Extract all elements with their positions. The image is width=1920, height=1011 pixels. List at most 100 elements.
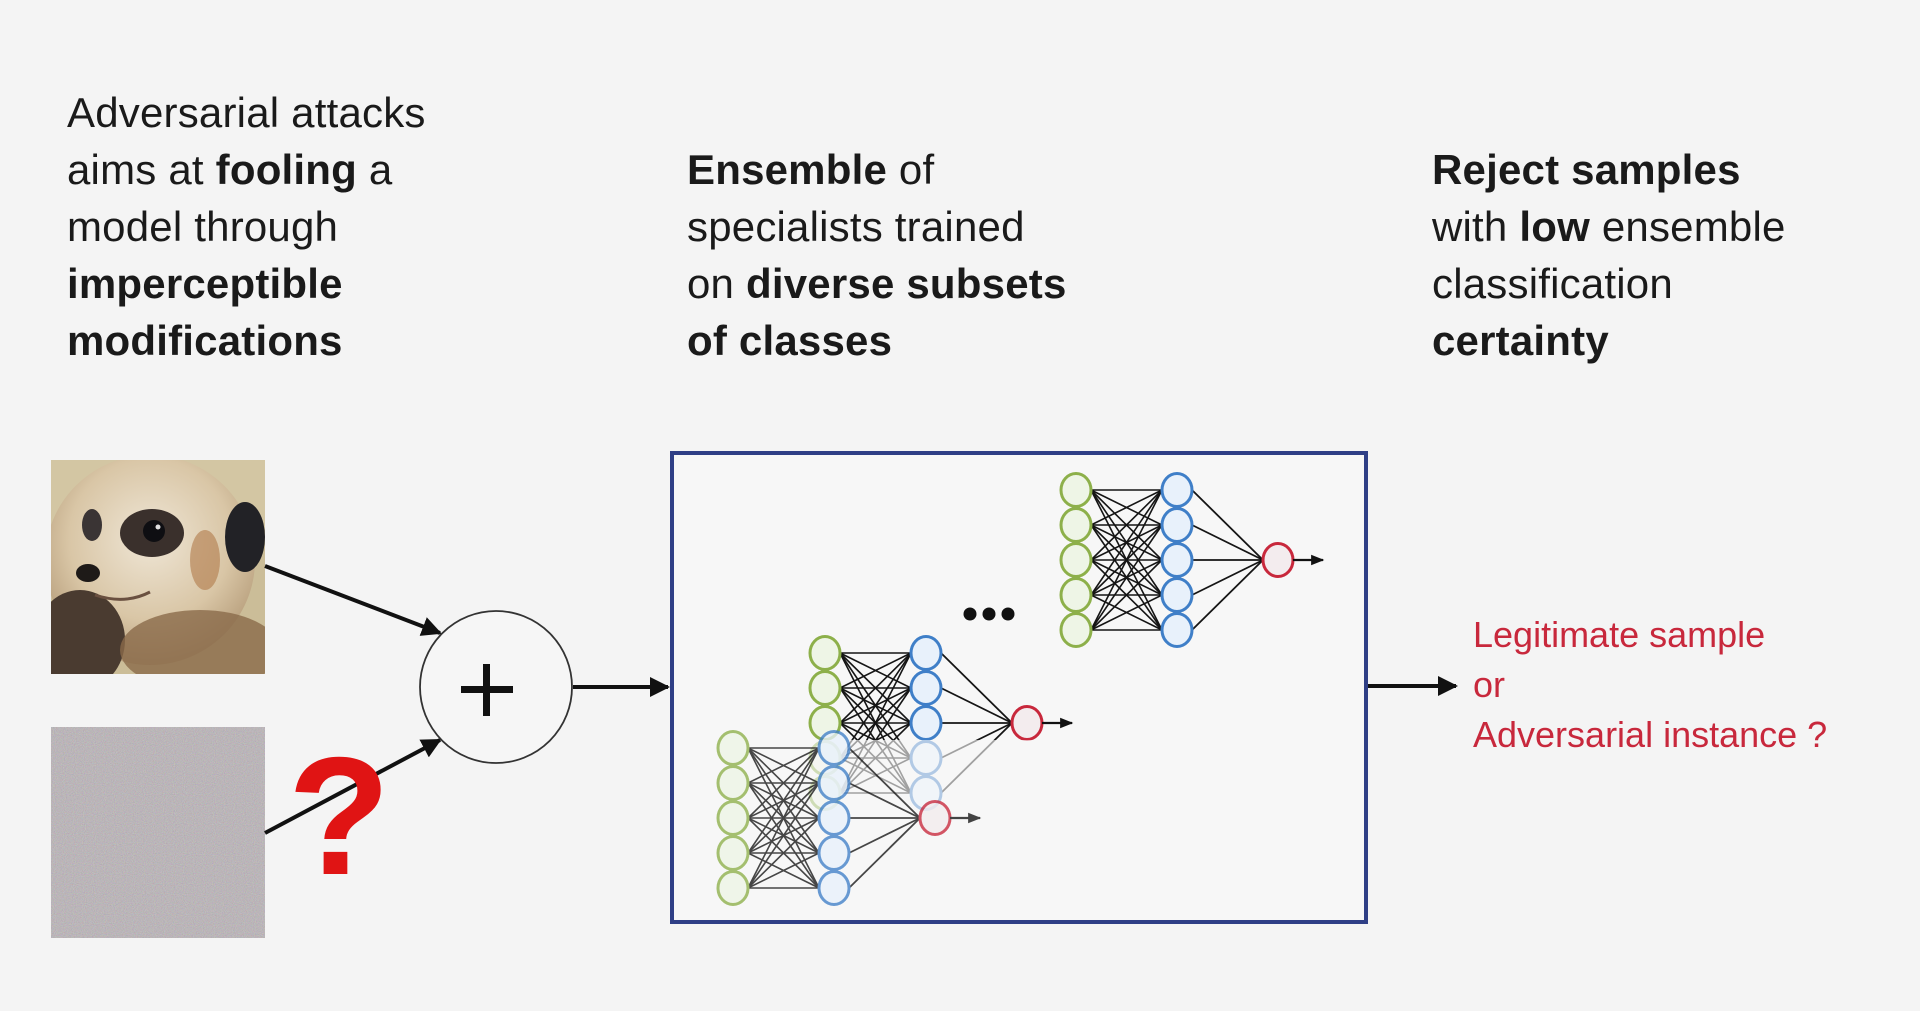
input-node — [716, 800, 750, 836]
output-node — [1261, 542, 1295, 578]
emphasis-text: diverse subsets — [746, 260, 1067, 307]
combiner-node — [419, 610, 573, 764]
edge — [848, 817, 921, 854]
network-specialist-n — [1059, 472, 1325, 648]
perturbation-noise-image — [51, 727, 265, 938]
edge — [1191, 489, 1264, 561]
edge — [1090, 524, 1163, 631]
edge — [1191, 559, 1264, 631]
emphasis-text: low — [1519, 203, 1590, 250]
edge — [1191, 559, 1264, 596]
edge — [848, 782, 921, 819]
overlap-fade — [716, 740, 1046, 912]
emphasis-text: Reject samples — [1432, 146, 1741, 193]
input-node — [1059, 507, 1093, 543]
edge — [747, 747, 820, 784]
specialist-networks — [716, 472, 1325, 912]
attack-line: modifications — [67, 312, 426, 369]
body-text: with — [1432, 203, 1520, 250]
ellipsis-icon — [963, 607, 1015, 621]
input-node — [1059, 472, 1093, 508]
input-node — [1059, 577, 1093, 613]
input-node — [716, 730, 750, 766]
output-node — [1010, 705, 1044, 741]
question-mark-icon: ? — [288, 722, 391, 910]
hidden-node — [817, 800, 851, 836]
input-node — [716, 870, 750, 906]
ensemble-line: specialists trained — [687, 198, 1067, 255]
edge — [940, 652, 1013, 724]
body-text: a — [357, 146, 393, 193]
edge — [1090, 489, 1163, 561]
hidden-node — [1160, 542, 1194, 578]
emphasis-text: of classes — [687, 317, 893, 364]
input-node — [716, 835, 750, 871]
edge — [1090, 489, 1163, 526]
input-node — [716, 765, 750, 801]
edge — [747, 747, 820, 889]
edge — [1090, 594, 1163, 631]
body-text: of — [887, 146, 935, 193]
edge — [940, 687, 1013, 724]
ensemble-line: Ensemble of — [687, 141, 1067, 198]
reject-description: Reject samples with low ensemble classific… — [1432, 141, 1786, 369]
reject-line: certainty — [1432, 312, 1786, 369]
edge — [1090, 489, 1163, 631]
input-node — [808, 635, 842, 671]
hidden-node — [817, 730, 851, 766]
hidden-node — [1160, 472, 1194, 508]
body-text: ensemble — [1589, 203, 1786, 250]
attack-line: aims at fooling a — [67, 141, 426, 198]
verdict-adversarial: Adversarial instance ? — [1473, 714, 1828, 755]
edge — [747, 782, 820, 889]
reject-line: classification — [1432, 255, 1786, 312]
attack-line: Adversarial attacks — [67, 84, 426, 141]
ensemble-line: on diverse subsets — [687, 255, 1067, 312]
edge — [839, 652, 912, 689]
body-text: model through — [67, 203, 339, 250]
edge — [1090, 489, 1163, 596]
hidden-node — [817, 870, 851, 906]
edge — [1090, 559, 1163, 631]
emphasis-text: certainty — [1432, 317, 1609, 364]
edge — [747, 852, 820, 889]
body-text: Adversarial attacks — [67, 89, 426, 136]
output-node — [918, 800, 952, 836]
verdict-or: or — [1473, 664, 1506, 705]
body-text: classification — [1432, 260, 1673, 307]
attack-line: imperceptible — [67, 255, 426, 312]
emphasis-text: modifications — [67, 317, 343, 364]
hidden-node — [909, 635, 943, 671]
hidden-node — [817, 835, 851, 871]
hidden-node — [1160, 577, 1194, 613]
edge — [747, 817, 820, 889]
network-specialist-1 — [716, 730, 982, 906]
input-node — [1059, 542, 1093, 578]
hidden-node — [909, 705, 943, 741]
input-node — [1059, 612, 1093, 648]
hidden-node — [1160, 612, 1194, 648]
noise-to-combiner-arrow — [264, 738, 442, 835]
attack-line: model through — [67, 198, 426, 255]
hidden-node — [1160, 507, 1194, 543]
emphasis-text: Ensemble — [687, 146, 888, 193]
emphasis-text: fooling — [215, 146, 358, 193]
body-text: aims at — [67, 146, 216, 193]
ensemble-line: of classes — [687, 312, 1067, 369]
edge — [839, 652, 912, 724]
body-text: specialists trained — [687, 203, 1025, 250]
verdict-legitimate: Legitimate sample — [1473, 614, 1766, 655]
hidden-node — [817, 765, 851, 801]
edge — [747, 747, 820, 819]
ensemble-description: Ensemble of specialists trained on diverse… — [687, 141, 1067, 369]
meerkat-image — [51, 460, 265, 674]
edge — [747, 747, 820, 854]
input-node — [808, 670, 842, 706]
clean-to-combiner-arrow — [264, 564, 442, 636]
emphasis-text: imperceptible — [67, 260, 343, 307]
edge — [848, 747, 921, 819]
body-text: on — [687, 260, 746, 307]
verdict-text: Legitimate sample or Adversarial instanc… — [1473, 610, 1827, 760]
